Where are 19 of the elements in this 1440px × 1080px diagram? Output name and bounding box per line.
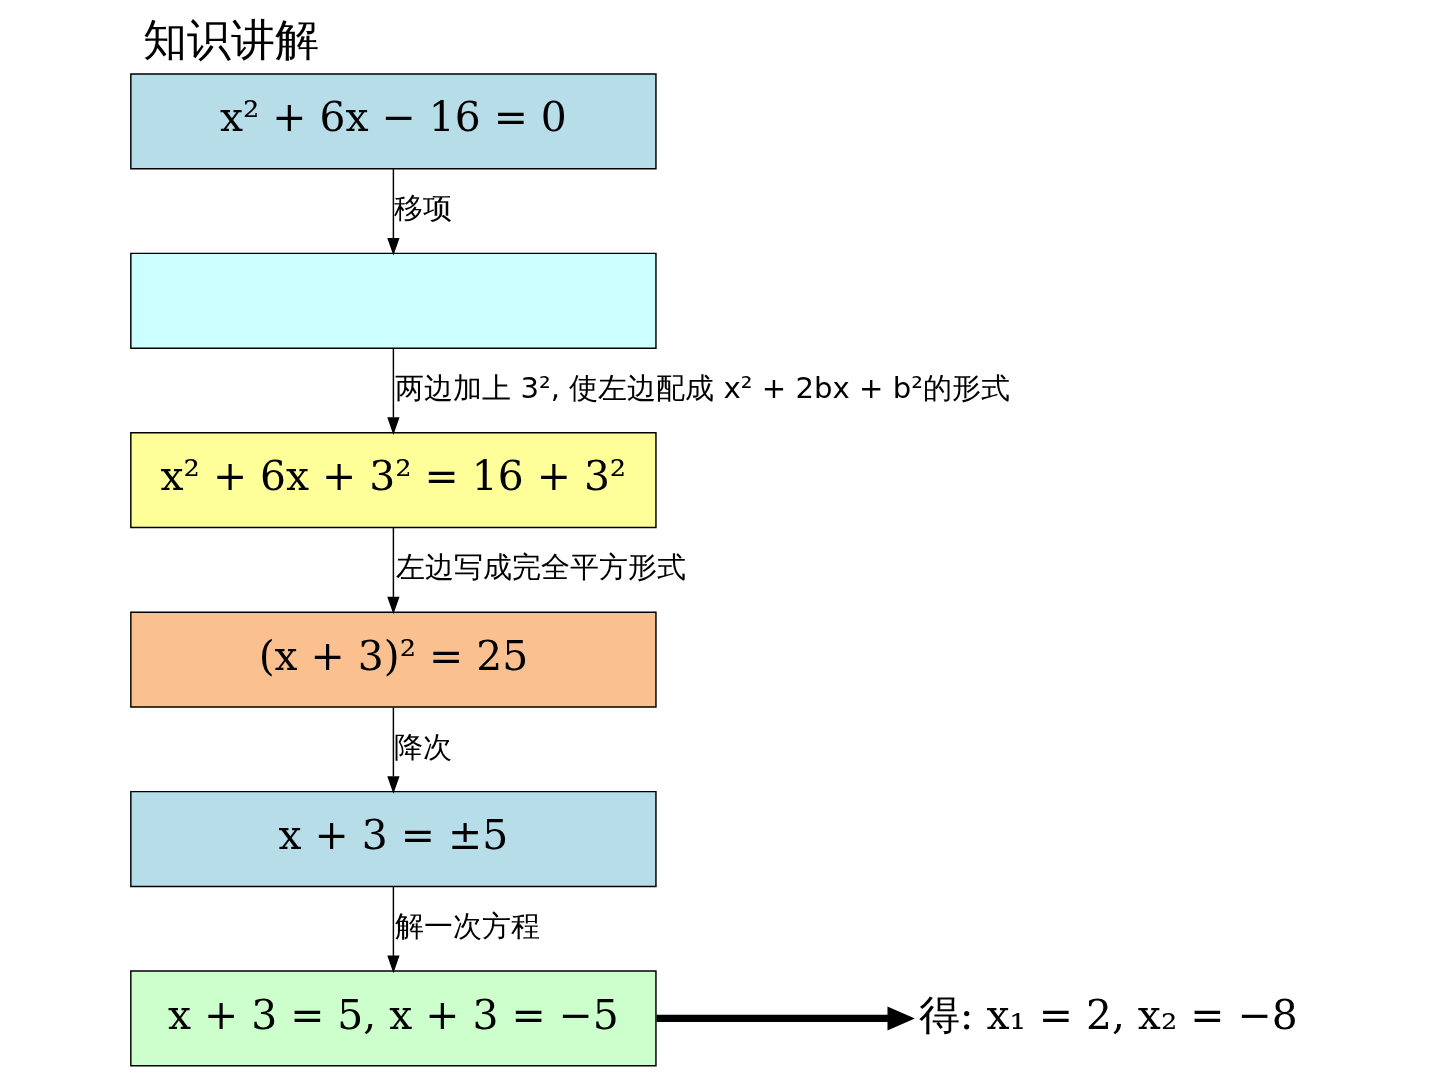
arrow: [386, 706, 400, 794]
edge-label: 降次: [393, 729, 452, 764]
node-box: x + 3 = ±5: [129, 790, 657, 888]
edge-label: 移项: [393, 191, 452, 226]
arrow: [386, 886, 400, 974]
arrow: [386, 168, 400, 256]
node-box: x + 3 = 5, x + 3 = −5: [129, 970, 657, 1067]
node-box: x² + 6x − 16 = 0: [129, 73, 657, 170]
node-text: 得: x₁ = 2, x₂ = −8: [918, 990, 1298, 1039]
node-box: x² + 6x + 3² = 16 + 3²: [129, 432, 657, 529]
arrow: [656, 1006, 915, 1031]
arrow: [386, 347, 400, 435]
edge-label: 两边加上 3², 使左边配成 x² + 2bx + b²的形式: [394, 370, 1010, 405]
diagram-title: 知识讲解: [142, 13, 319, 65]
node-box: (x + 3)² = 25: [129, 611, 657, 708]
edge-label: 解一次方程: [394, 909, 540, 944]
edge-label: 左边写成完全平方形式: [395, 550, 686, 585]
arrow: [386, 527, 400, 615]
node-box: [129, 252, 657, 349]
